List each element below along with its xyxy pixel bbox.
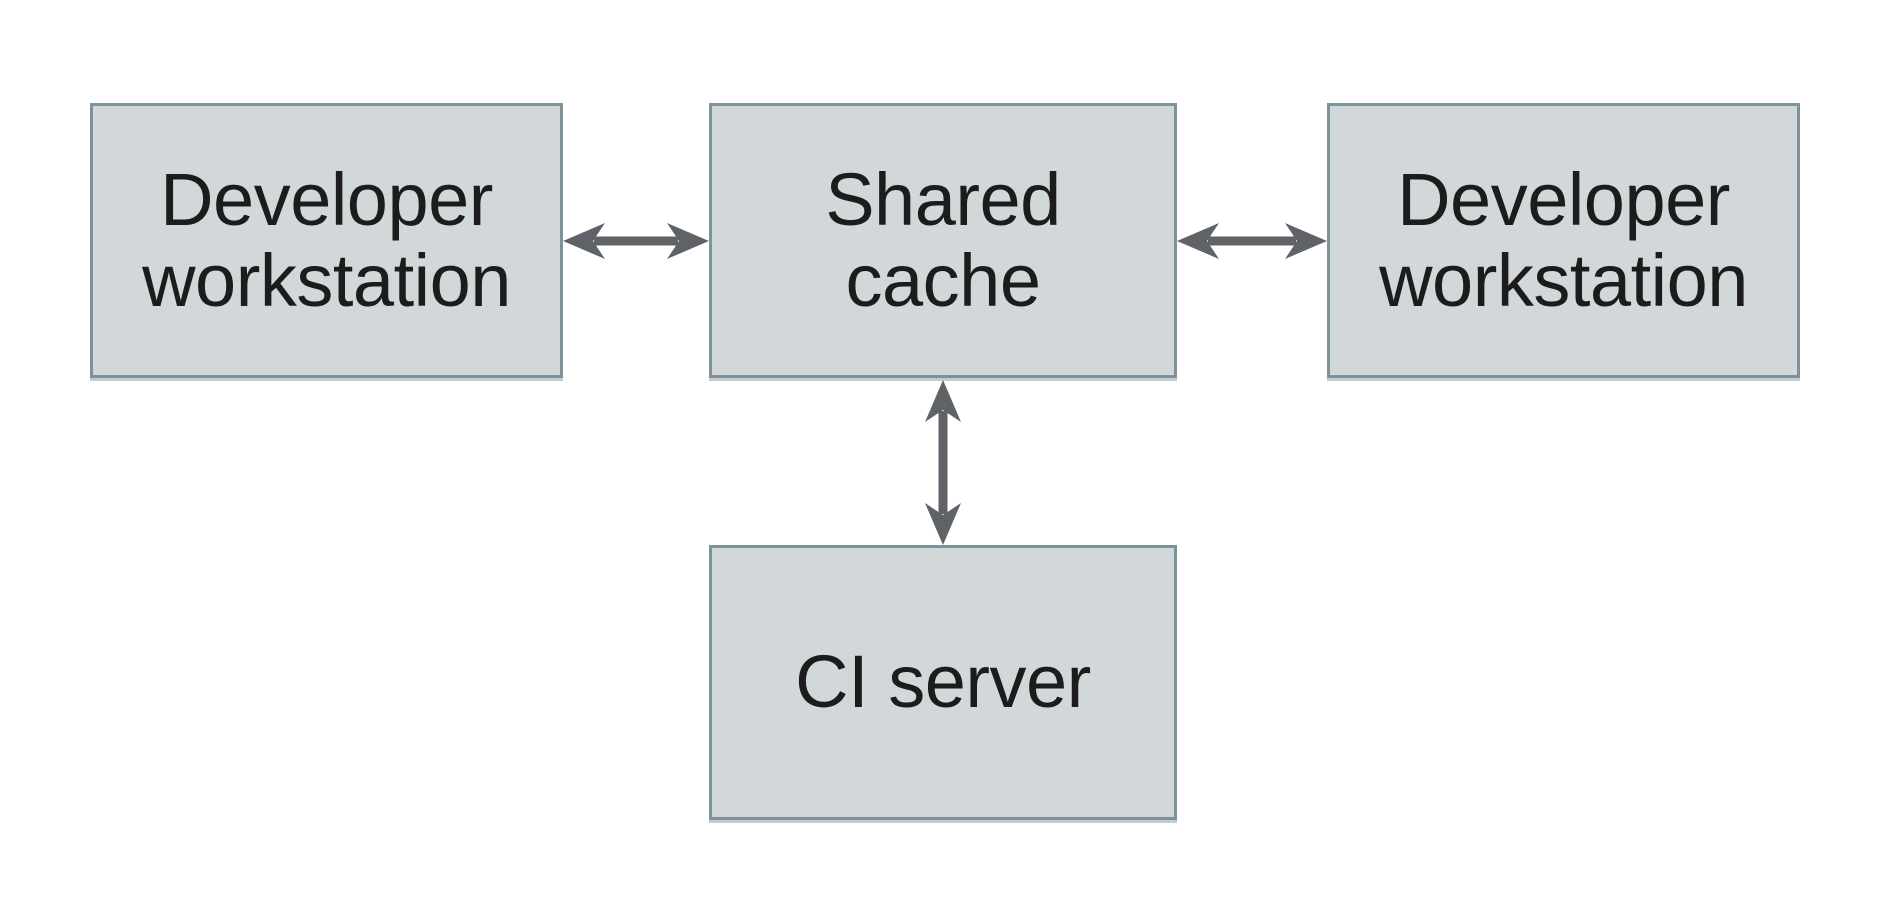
bidirectional-arrow-cache-ci	[925, 380, 961, 545]
node-label-line: workstation	[1379, 238, 1748, 322]
node-developer-workstation-right: Developer workstation	[1327, 103, 1800, 378]
node-label-line: Developer	[1397, 157, 1730, 241]
bidirectional-arrow-left-cache	[563, 223, 709, 259]
node-developer-workstation-left: Developer workstation	[90, 103, 563, 378]
node-label-line: Shared	[825, 157, 1061, 241]
node-shared-cache: Shared cache	[709, 103, 1177, 378]
bidirectional-arrow-cache-right	[1177, 223, 1327, 259]
node-label-line: CI server	[795, 640, 1091, 724]
node-label-line: cache	[845, 238, 1041, 322]
node-label-line: Developer	[160, 157, 493, 241]
node-label-line: workstation	[142, 238, 511, 322]
node-ci-server: CI server	[709, 545, 1177, 820]
